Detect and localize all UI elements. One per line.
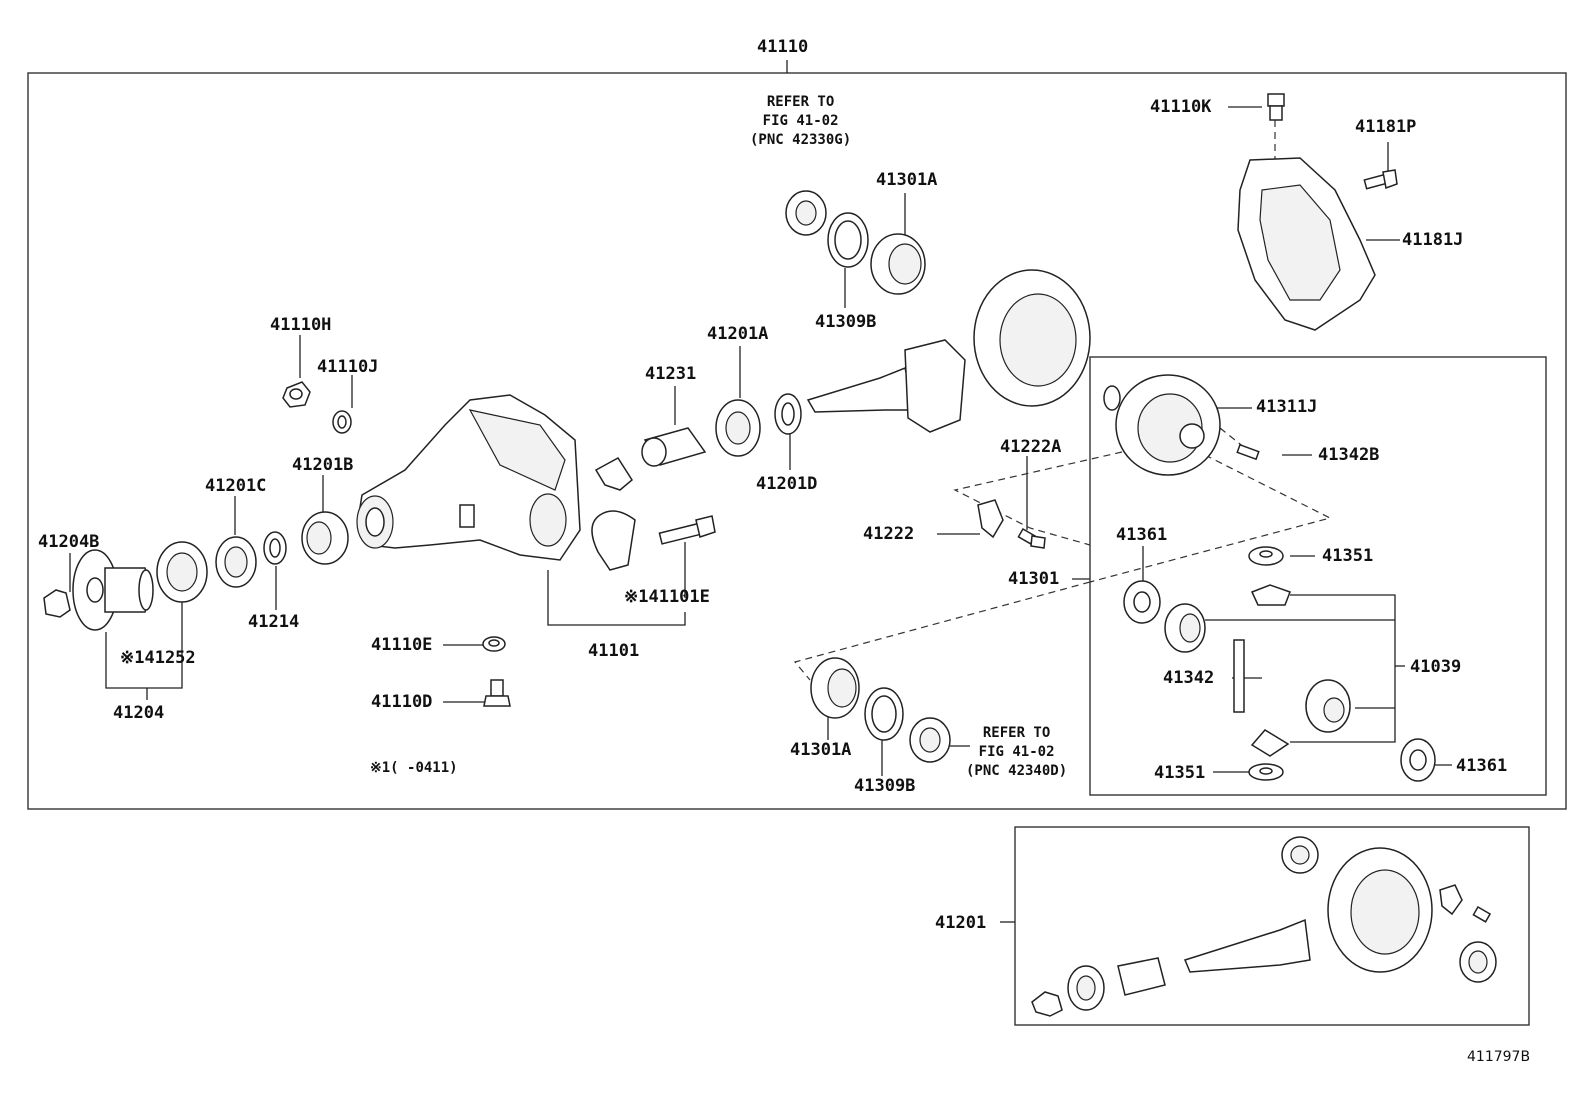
label-41311j[interactable]: 41311J [1256,397,1318,417]
label-41222[interactable]: 41222 [863,524,915,544]
label-41309b-bottom[interactable]: 41309B [854,776,916,796]
washer-41351-bottom [1248,763,1284,781]
ring-pinion-set-41201 [1031,836,1497,1017]
label-41231[interactable]: 41231 [645,364,697,384]
bearing-cap-41101 [591,457,636,571]
label-41201d[interactable]: 41201D [756,474,818,494]
refer-top-line2: FIG 41-02 [762,112,839,129]
pinion-gear-bottom [1250,729,1290,757]
note-refer-top: REFER TO FIG 41-02 (PNC 42330G) [750,93,851,150]
bearing-top-ref [785,190,827,236]
companion-flange-41204 [43,549,154,631]
bearing-41201b [301,511,349,565]
label-41181j[interactable]: 41181J [1402,230,1464,250]
label-41101e[interactable]: ※141101E [624,587,710,607]
label-41214[interactable]: 41214 [248,612,300,632]
ring-pinion-set-frame [1014,826,1530,1026]
label-41110k[interactable]: 41110K [1150,97,1212,117]
bolt-41101e [658,515,716,545]
label-41204b[interactable]: 41204B [38,532,100,552]
label-41351-bottom[interactable]: 41351 [1154,763,1206,783]
ring-gear [973,269,1091,407]
thrust-washer-41361-left [1123,580,1161,624]
refer-top-line1: REFER TO [766,94,835,110]
label-41039[interactable]: 41039 [1410,657,1462,677]
label-41252[interactable]: ※141252 [120,648,196,668]
leader-lines [69,106,1452,923]
pin-41342b [1236,443,1260,461]
label-41201[interactable]: 41201 [935,913,987,933]
shim-41309b-top [827,212,869,268]
label-41342b[interactable]: 41342B [1318,445,1380,465]
spacer-41231 [641,427,707,467]
bearing-41201a [715,399,761,457]
figure-code: 411797B [1467,1049,1531,1065]
label-41181p[interactable]: 41181P [1355,117,1417,137]
bearing-41301a-bottom [810,657,860,719]
carrier-cover-41181j [1237,157,1376,331]
footnote-range: ※1( -0411) [370,760,458,776]
label-41201a[interactable]: 41201A [707,324,769,344]
refer-bottom-line1: REFER TO [982,725,1051,741]
label-41201b[interactable]: 41201B [292,455,354,475]
thrust-washer-41361-right [1400,738,1436,782]
label-41301[interactable]: 41301 [1008,569,1060,589]
label-41110h[interactable]: 41110H [270,315,332,335]
bearing-bottom-ref [909,717,951,763]
drive-pinion [806,339,966,433]
label-41101[interactable]: 41101 [588,641,640,661]
pinion-shaft-41342 [1233,639,1245,713]
bearing-41301a-top [870,233,926,295]
drain-plug-41110h [282,381,311,408]
spacer-41214 [263,531,287,565]
label-41110e[interactable]: 41110E [371,635,433,655]
note-refer-bottom: REFER TO FIG 41-02 (PNC 42340D) [966,724,1067,781]
refer-top-line3: (PNC 42330G) [750,131,852,148]
refer-bottom-line3: (PNC 42340D) [966,762,1068,779]
label-41361-top[interactable]: 41361 [1116,525,1168,545]
label-41309b-top[interactable]: 41309B [815,312,877,332]
bolt-41181p [1363,169,1398,190]
bolt-41222a [1017,528,1046,549]
main-assembly-frame [27,72,1567,810]
washer-41351-top [1248,546,1284,566]
differential-carrier-housing [356,394,581,561]
differential-internals [1123,546,1436,782]
bearing-41201c [215,536,257,588]
refer-bottom-line2: FIG 41-02 [978,743,1055,760]
side-gear-right [1305,679,1351,733]
label-41222a[interactable]: 41222A [1000,437,1062,457]
label-41361-bottom[interactable]: 41361 [1456,756,1508,776]
pinion-gear-top [1250,584,1291,606]
nut-41204b [43,589,71,618]
breather-41110k [1267,93,1285,121]
shim-41201d [774,393,802,435]
label-41351-top[interactable]: 41351 [1322,546,1374,566]
label-41342[interactable]: 41342 [1163,668,1215,688]
side-gear-left [1164,603,1206,653]
label-41301a-top[interactable]: 41301A [876,170,938,190]
label-41110j[interactable]: 41110J [317,357,379,377]
label-41301a-bottom[interactable]: 41301A [790,740,852,760]
label-41110d[interactable]: 41110D [371,692,433,712]
label-41110[interactable]: 41110 [757,37,809,57]
differential-case-frame [1089,356,1547,796]
differential-case-41311j [1103,374,1221,476]
shim-41309b-bottom [864,687,904,741]
stud-41110d [483,679,511,707]
hardware-parts [282,93,1398,707]
lock-plate-41222 [977,499,1004,539]
washer-41110e [482,636,506,652]
oil-seal-41252 [156,541,208,603]
label-41201c[interactable]: 41201C [205,476,267,496]
label-41204[interactable]: 41204 [113,703,165,723]
